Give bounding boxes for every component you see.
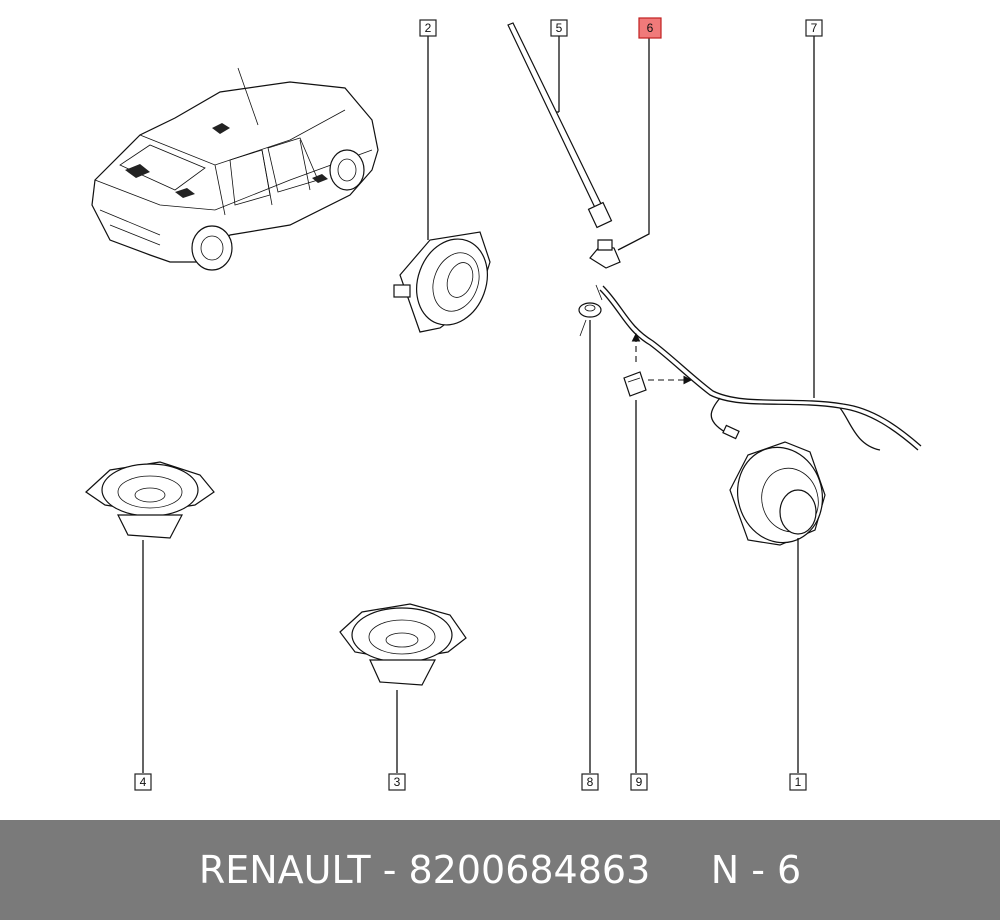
callout-9: 9 [630, 773, 648, 791]
callout-label: 4 [140, 775, 147, 789]
callout-label: 3 [394, 775, 401, 789]
footer-bar: RENAULT - 8200684863 N - 6 [0, 820, 1000, 920]
callout-3: 3 [388, 773, 406, 791]
callout-label: 6 [647, 21, 654, 35]
callout-6-highlighted: 6 [638, 17, 662, 39]
part-number: 8200684863 [408, 848, 651, 892]
callout-5: 5 [550, 19, 568, 37]
speaker-part-3 [339, 603, 467, 686]
callout-7: 7 [805, 19, 823, 37]
speaker-part-1 [729, 441, 826, 546]
antenna-part-5 [507, 22, 613, 229]
callout-label: 1 [795, 775, 802, 789]
speaker-part-2 [393, 231, 491, 333]
callout-label: 2 [425, 21, 432, 35]
separator: - [370, 848, 409, 892]
parts-diagram: 2 5 6 7 4 3 8 9 1 [85, 17, 922, 791]
callout-label: 9 [636, 775, 643, 789]
callout-label: 7 [811, 21, 818, 35]
callout-8: 8 [581, 773, 599, 791]
nut-part-8 [578, 284, 603, 337]
clip-part-9 [623, 371, 647, 397]
antenna-cable-part-7 [599, 285, 922, 451]
gap [650, 848, 710, 892]
callout-label: 5 [556, 21, 563, 35]
brand-name: RENAULT [198, 848, 371, 892]
speaker-part-4 [85, 461, 215, 539]
antenna-base-part-6 [589, 239, 621, 269]
callout-4: 4 [134, 773, 152, 791]
callout-label: 8 [587, 775, 594, 789]
callout-1: 1 [789, 773, 807, 791]
callout-2: 2 [419, 19, 437, 37]
car-illustration [91, 67, 379, 271]
position-label: N - 6 [710, 848, 802, 892]
